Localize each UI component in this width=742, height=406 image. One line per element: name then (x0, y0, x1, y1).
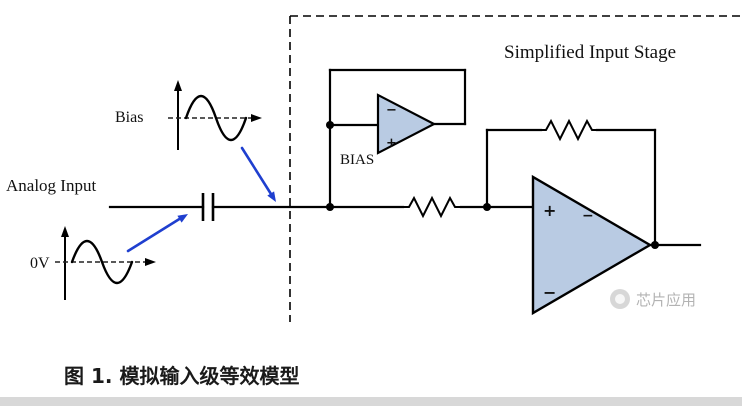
bias-waveform-y-axis-arrowhead (174, 80, 182, 91)
zero-volt-pointer-arrow-line (126, 216, 183, 253)
bias-sine-wave (184, 95, 248, 141)
bias-buffer-opamp (376, 93, 437, 155)
bias-buffer-label: BIAS (340, 152, 374, 168)
figure-caption: 图 1. 模拟输入级等效模型 (64, 364, 300, 388)
bottom-gray-bar (0, 397, 742, 406)
analog-input-label: Analog Input (6, 176, 96, 195)
watermark: 芯片应用 (610, 289, 696, 309)
bias-pointer-arrow-line (240, 146, 273, 196)
main-opamp (531, 174, 653, 316)
watermark-text: 芯片应用 (636, 291, 696, 309)
amp-minus-sign-bottom: − (543, 283, 556, 302)
buffer-minus-sign: − (386, 103, 397, 118)
amp-minus-sign-inner: − (582, 208, 594, 224)
bias-pointer-arrowhead (267, 191, 276, 202)
stage-title: Simplified Input Stage (504, 42, 676, 63)
amp-plus-sign: + (543, 201, 556, 220)
junction-dot-signal-node (326, 203, 334, 211)
zero-volt-pointer-arrowhead (177, 214, 188, 223)
zero-volt-centerline-arrowhead (145, 258, 156, 266)
bias-waveform-centerline-arrowhead (251, 114, 262, 122)
feedback-resistor (541, 118, 597, 142)
zero-volt-sine-wave (70, 240, 134, 284)
zero-volt-y-axis-arrowhead (61, 226, 69, 237)
watermark-logo-inner (615, 294, 625, 304)
zero-volt-label: 0V (30, 255, 50, 272)
series-resistor (403, 195, 461, 219)
buffer-plus-sign: + (386, 136, 397, 151)
junction-dot-output (651, 241, 659, 249)
bias-waveform-label: Bias (115, 109, 143, 126)
